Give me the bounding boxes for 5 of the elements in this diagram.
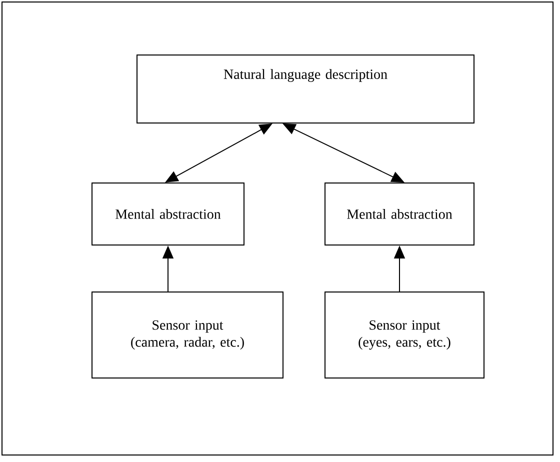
text-box: Sensor input (camera, radar, etc.) (92, 291, 284, 378)
text-box: Mental abstraction (92, 182, 244, 246)
text-box: Natural language description (136, 54, 474, 124)
text-box: Mental abstraction (324, 182, 474, 246)
text-box: Sensor input (eyes, ears, etc.) (324, 291, 484, 378)
